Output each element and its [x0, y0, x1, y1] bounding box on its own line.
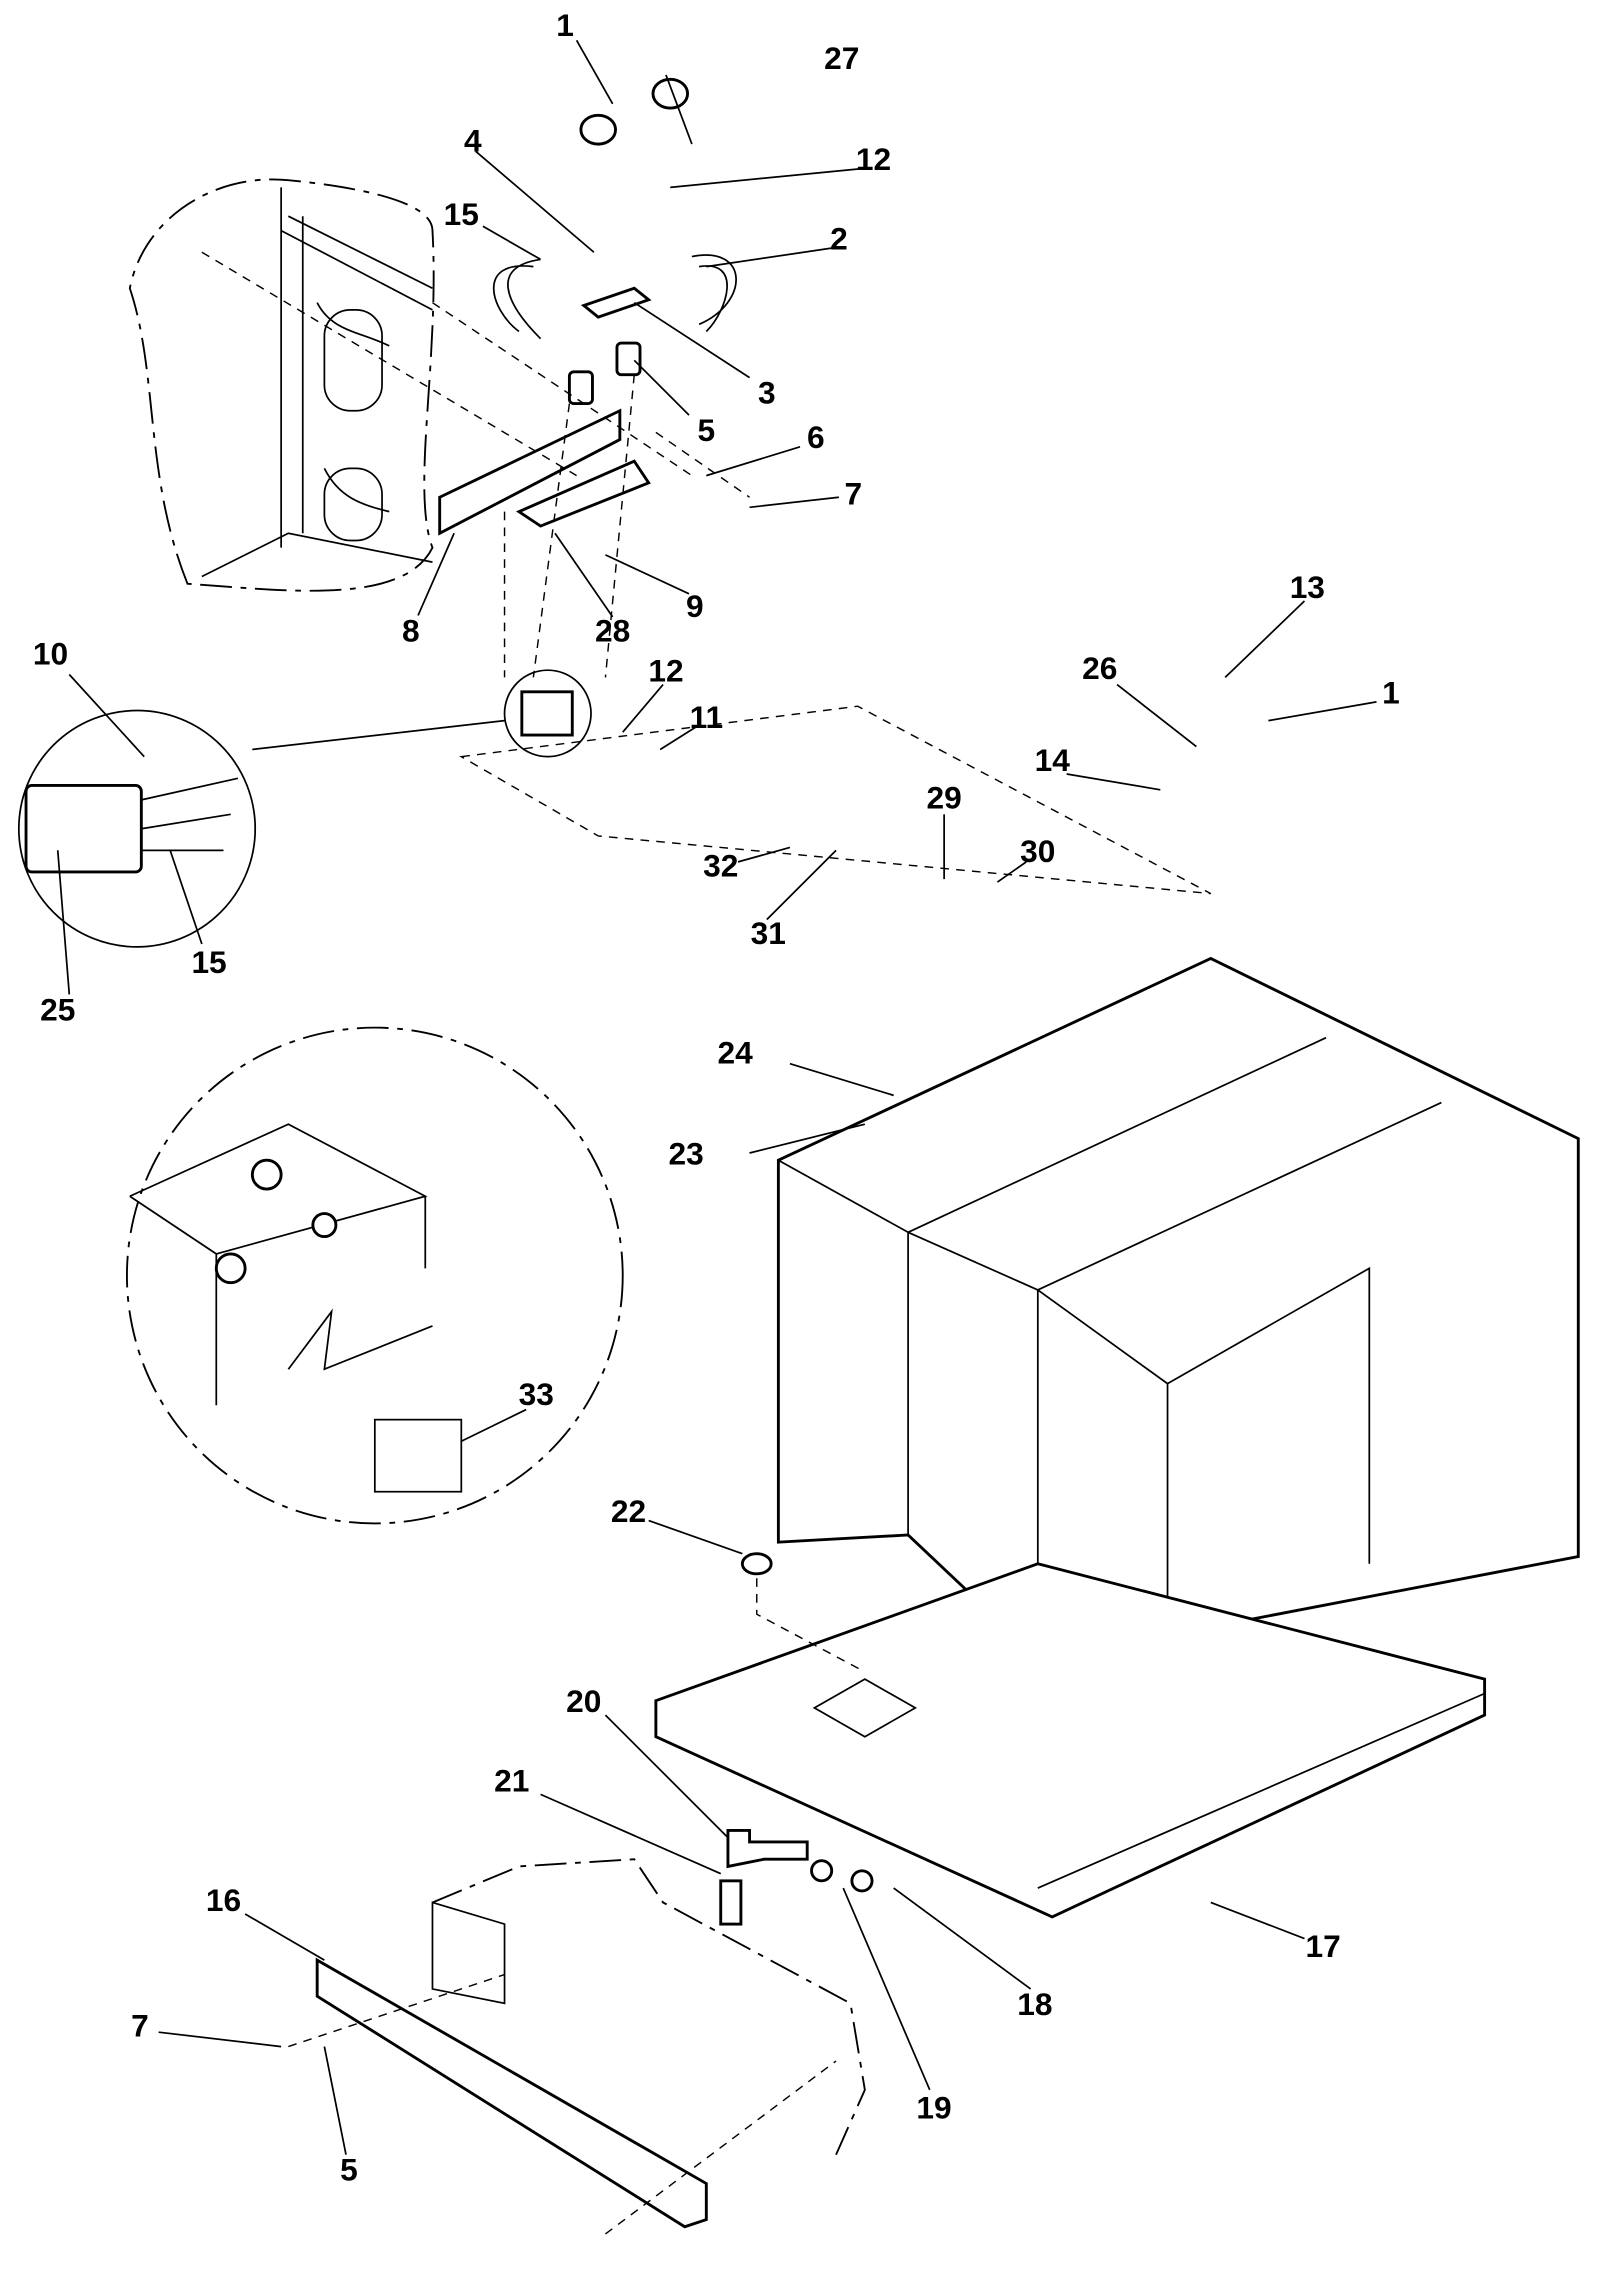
- callout: 17: [1306, 1928, 1341, 1964]
- callout: 30: [1020, 833, 1055, 869]
- callout: 24: [718, 1035, 754, 1071]
- callout: 4: [464, 122, 482, 158]
- callout: 6: [807, 419, 825, 455]
- callout: 15: [444, 196, 479, 232]
- callout: 8: [402, 612, 420, 648]
- callout: 12: [648, 653, 683, 689]
- connector-detail-view: [17, 669, 592, 948]
- callout: 27: [824, 40, 859, 76]
- callout: 2: [830, 220, 848, 256]
- callout: 11: [690, 699, 724, 735]
- battery-detail-view: [125, 1026, 624, 1525]
- callout: 28: [595, 612, 630, 648]
- callout: 29: [927, 780, 962, 816]
- callout: 9: [686, 588, 704, 624]
- callout: 32: [703, 847, 738, 883]
- callout: 12: [856, 141, 891, 177]
- callout: 21: [494, 1762, 529, 1798]
- callout: 22: [611, 1493, 646, 1529]
- leader-lines: [56, 39, 1377, 2155]
- callout: 7: [131, 2008, 149, 2044]
- callout: 1: [1382, 674, 1400, 710]
- fuse-and-cables: [201, 77, 750, 678]
- lower-bracket: [288, 1858, 866, 2235]
- bracket: [438, 408, 651, 536]
- callouts: 1 27 4 12 15 2 3 5 6 7 8 9 28 13 26 1 12…: [33, 7, 1400, 2188]
- drain-parts: [719, 1828, 874, 1926]
- callout: 14: [1035, 742, 1071, 778]
- callout: 20: [566, 1683, 601, 1719]
- callout: 16: [206, 1882, 241, 1918]
- battery-tray: [654, 1552, 1487, 1919]
- callout: 15: [191, 944, 226, 980]
- dashed-outline: [459, 705, 1212, 895]
- frame-detail-view: [128, 178, 435, 592]
- callout: 7: [845, 475, 863, 511]
- callout: 18: [1017, 1986, 1052, 2022]
- callout: 25: [40, 991, 75, 1027]
- callout: 5: [698, 412, 716, 448]
- callout: 10: [33, 635, 68, 671]
- battery-pack: [776, 956, 1580, 1681]
- callout: 19: [916, 2090, 951, 2126]
- callout: 33: [519, 1376, 554, 1412]
- callout: 23: [669, 1136, 704, 1172]
- callout: 5: [340, 2152, 358, 2188]
- callout: 1: [556, 7, 574, 43]
- callout: 13: [1290, 569, 1325, 605]
- callout: 31: [751, 915, 786, 951]
- callout: 26: [1082, 650, 1117, 686]
- callout: 3: [758, 375, 776, 411]
